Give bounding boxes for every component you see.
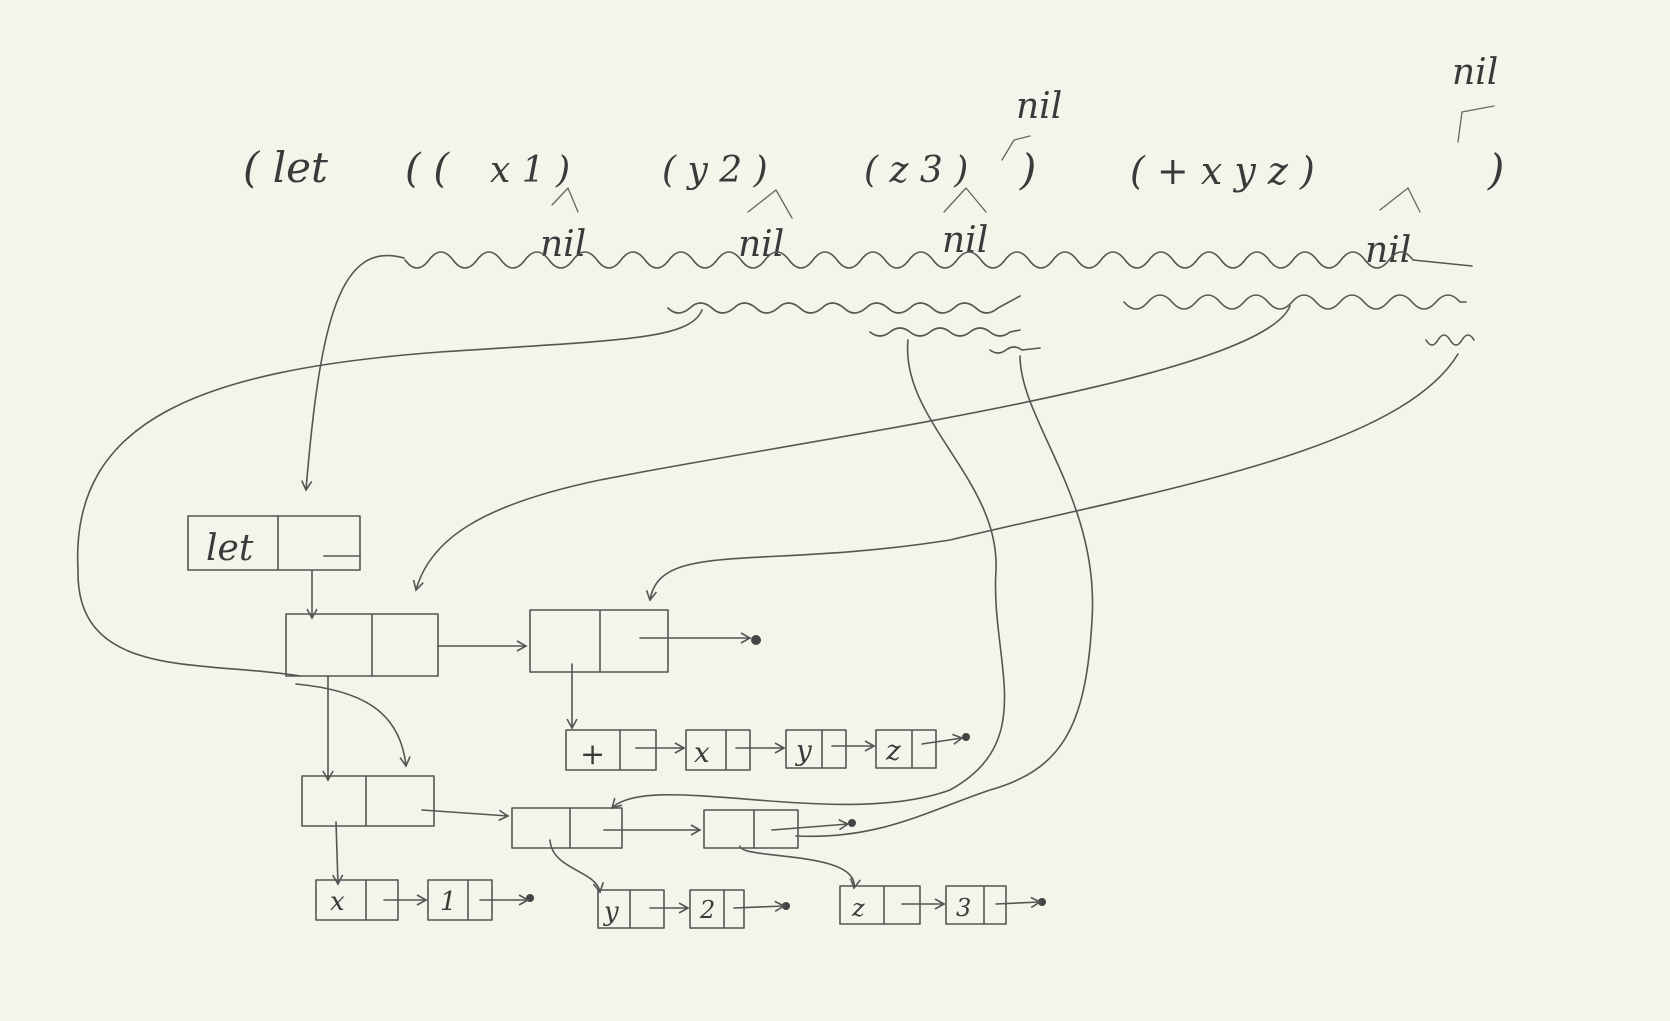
caret [1379,187,1421,213]
cell-box [597,889,665,929]
arrow-binding-link [771,818,850,831]
expr-binding-x: x 1 ) [490,150,570,191]
cell-box [785,729,847,769]
expr-bindings-close: ) [1019,145,1036,194]
underlines [404,251,1475,354]
underline-body [1123,294,1467,310]
cell-box [187,515,361,571]
cell-car-z: z [851,894,865,922]
arrow-body-underline [412,305,1291,592]
nil-label: nil [1452,52,1498,93]
cons-cell-let: let [187,515,361,571]
nil-label: nil [1365,230,1411,271]
cell-box [703,809,799,849]
cons-cell-binding-3 [703,809,799,849]
caret [943,187,987,213]
arrow-body-end [645,353,1459,602]
cell-box [875,729,937,769]
arrow-binding-car-z [739,845,861,890]
binding-list-z: z 3 [839,885,1046,925]
expr-let: ( let [243,143,328,192]
cell-car-plus: + [580,737,605,772]
arrow-list-link [995,896,1042,909]
underline-binding-z [869,327,1021,337]
arrow-binding-car-y [549,839,605,894]
cell-car-3: 3 [956,894,971,922]
nil-label: nil [942,220,988,261]
cell-box [685,729,751,771]
cell-box [529,609,669,673]
cell-box [301,775,435,827]
cons-cell-body [529,609,669,673]
arrow-binding-z-underline [610,339,1006,810]
cons-cell-bindings [285,613,439,677]
underline-body-end [1425,334,1475,346]
expr-bindings-open: ( ( [405,146,450,192]
nil-terminator [848,819,856,827]
cell-box [839,885,921,925]
cons-cell-binding-1 [301,775,435,827]
nil-label: nil [540,224,586,265]
caret [747,189,793,219]
binding-list-y: y 2 [597,889,790,929]
arrow-list-link [733,900,786,913]
caret [551,187,579,213]
cell-car-x: x [330,887,345,917]
cell-box [285,613,439,677]
body-list: + x y z [565,729,970,772]
arrow-binding-z-cdr [795,355,1094,838]
arrow-list-link [921,733,964,745]
underline-let-form [404,251,1473,269]
arrow-binding-car-x [332,821,344,886]
arrow-binding-link [421,809,510,822]
cell-box [565,729,657,771]
arrow-bindings-underline [76,309,703,677]
cell-car-y: y [794,734,813,767]
s-expression: ( let ( ( x 1 ) ( y 2 ) ( z 3 ) ) ( + x … [243,143,1504,194]
nil-label: nil [1016,86,1062,127]
arrow-form-to-let [301,254,405,492]
nil-terminator [751,635,761,645]
cell-car-2: 2 [699,896,715,924]
caret [1001,135,1031,161]
nil-carets [551,105,1495,219]
underline-bindings [667,295,1021,314]
expr-close: ) [1487,145,1504,194]
cell-car-let: let [206,528,254,569]
cell-box [689,889,745,929]
underline-z-cdr [989,346,1041,354]
cell-car-1: 1 [440,887,457,917]
cell-car-z: z [885,734,901,767]
expr-binding-y: ( y 2 ) [662,150,768,191]
expr-binding-z: ( z 3 ) [864,150,968,191]
arrow-spine-car-curve [295,683,411,768]
cell-car-x: x [694,736,710,769]
nil-labels: nil nil nil nil nil nil [540,52,1498,271]
cell-car-y: y [603,897,619,927]
cell-box [511,807,623,849]
nil-terminator [962,733,970,741]
cons-cell-binding-2 [511,807,623,849]
expr-body: ( + x y z ) [1130,149,1315,193]
cell-box [945,885,1007,925]
caret [1457,105,1495,143]
pointers [76,254,1459,914]
nil-label: nil [738,224,784,265]
